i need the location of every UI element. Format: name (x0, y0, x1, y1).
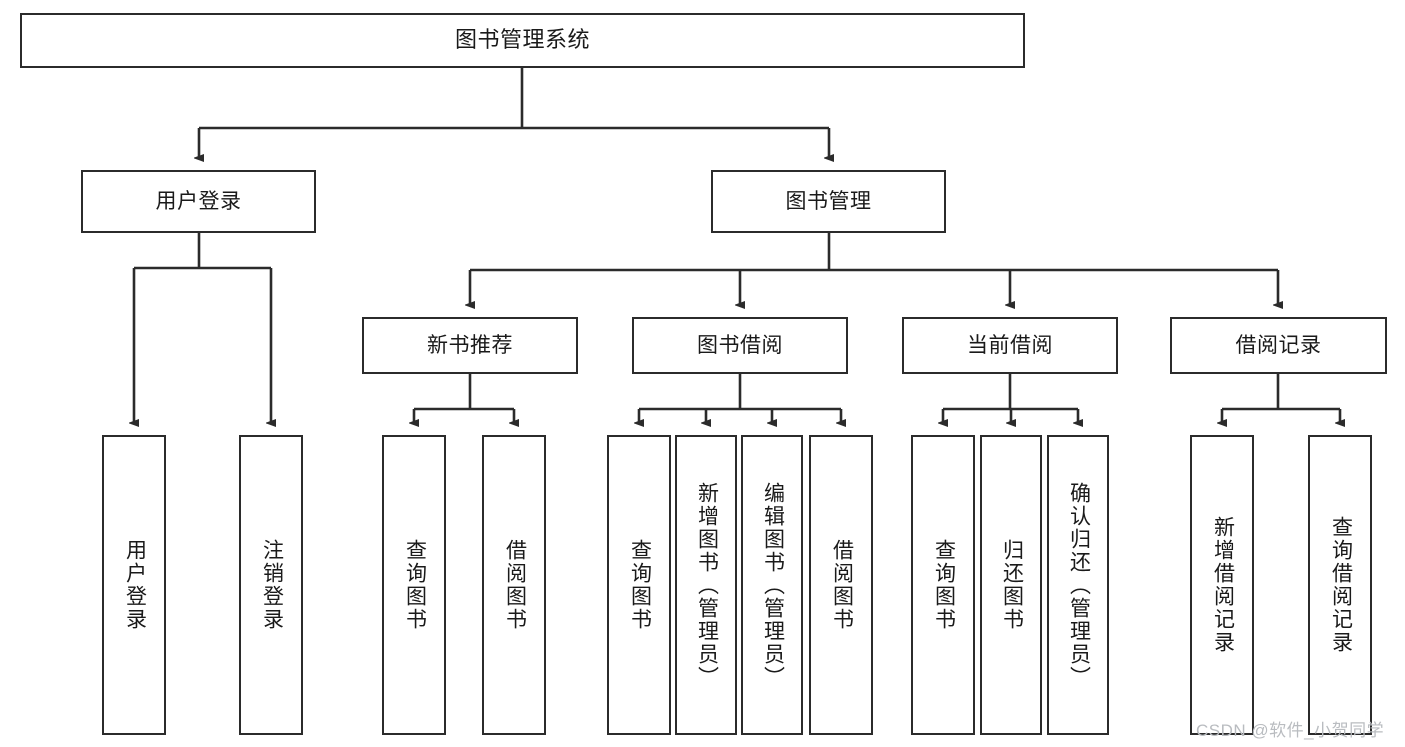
leaf-edit-book-admin[interactable]: 编辑图书（管理员） (741, 435, 803, 735)
node-label: 查询图书 (628, 539, 652, 631)
node-label: 新书推荐 (427, 333, 513, 357)
node-label: 注销登录 (260, 539, 284, 631)
node-label: 借阅图书 (830, 539, 854, 631)
leaf-add-borrow-record[interactable]: 新增借阅记录 (1190, 435, 1254, 735)
leaf-borrow-books-borrowing[interactable]: 借阅图书 (809, 435, 873, 735)
node-label: 借阅图书 (503, 539, 527, 631)
node-label: 图书借阅 (697, 333, 783, 357)
node-label: 查询借阅记录 (1329, 516, 1353, 654)
node-label: 图书管理 (785, 189, 872, 213)
node-label: 查询图书 (403, 539, 427, 631)
leaf-query-books-borrowing[interactable]: 查询图书 (607, 435, 671, 735)
node-new-book-recommendation[interactable]: 新书推荐 (362, 317, 578, 374)
node-label: 用户登录 (155, 189, 242, 213)
leaf-add-book-admin[interactable]: 新增图书（管理员） (675, 435, 737, 735)
node-user-login[interactable]: 用户登录 (81, 170, 316, 233)
node-label: 新增图书（管理员） (695, 481, 719, 689)
node-label: 查询图书 (932, 539, 956, 631)
leaf-logout[interactable]: 注销登录 (239, 435, 303, 735)
node-label: 借阅记录 (1235, 333, 1322, 357)
leaf-query-books-current[interactable]: 查询图书 (911, 435, 975, 735)
leaf-borrow-books-new-recommendation[interactable]: 借阅图书 (482, 435, 546, 735)
node-label: 当前借阅 (967, 333, 1053, 357)
leaf-query-borrow-record[interactable]: 查询借阅记录 (1308, 435, 1372, 735)
node-label: 编辑图书（管理员） (761, 481, 785, 689)
node-book-management[interactable]: 图书管理 (711, 170, 946, 233)
node-label: 图书管理系统 (454, 27, 590, 53)
leaf-query-books-new-recommendation[interactable]: 查询图书 (382, 435, 446, 735)
leaf-return-books[interactable]: 归还图书 (980, 435, 1042, 735)
node-root-book-management-system[interactable]: 图书管理系统 (20, 13, 1025, 68)
node-label: 确认归还（管理员） (1067, 481, 1091, 689)
node-book-borrowing[interactable]: 图书借阅 (632, 317, 848, 374)
node-label: 新增借阅记录 (1211, 516, 1235, 654)
csdn-watermark: CSDN @软件_小贺同学 (1196, 721, 1385, 740)
leaf-user-login[interactable]: 用户登录 (102, 435, 166, 735)
node-current-borrowing[interactable]: 当前借阅 (902, 317, 1118, 374)
node-label: 归还图书 (1000, 539, 1024, 631)
node-label: 用户登录 (123, 539, 147, 631)
leaf-confirm-return-admin[interactable]: 确认归还（管理员） (1047, 435, 1109, 735)
node-borrow-records[interactable]: 借阅记录 (1170, 317, 1387, 374)
